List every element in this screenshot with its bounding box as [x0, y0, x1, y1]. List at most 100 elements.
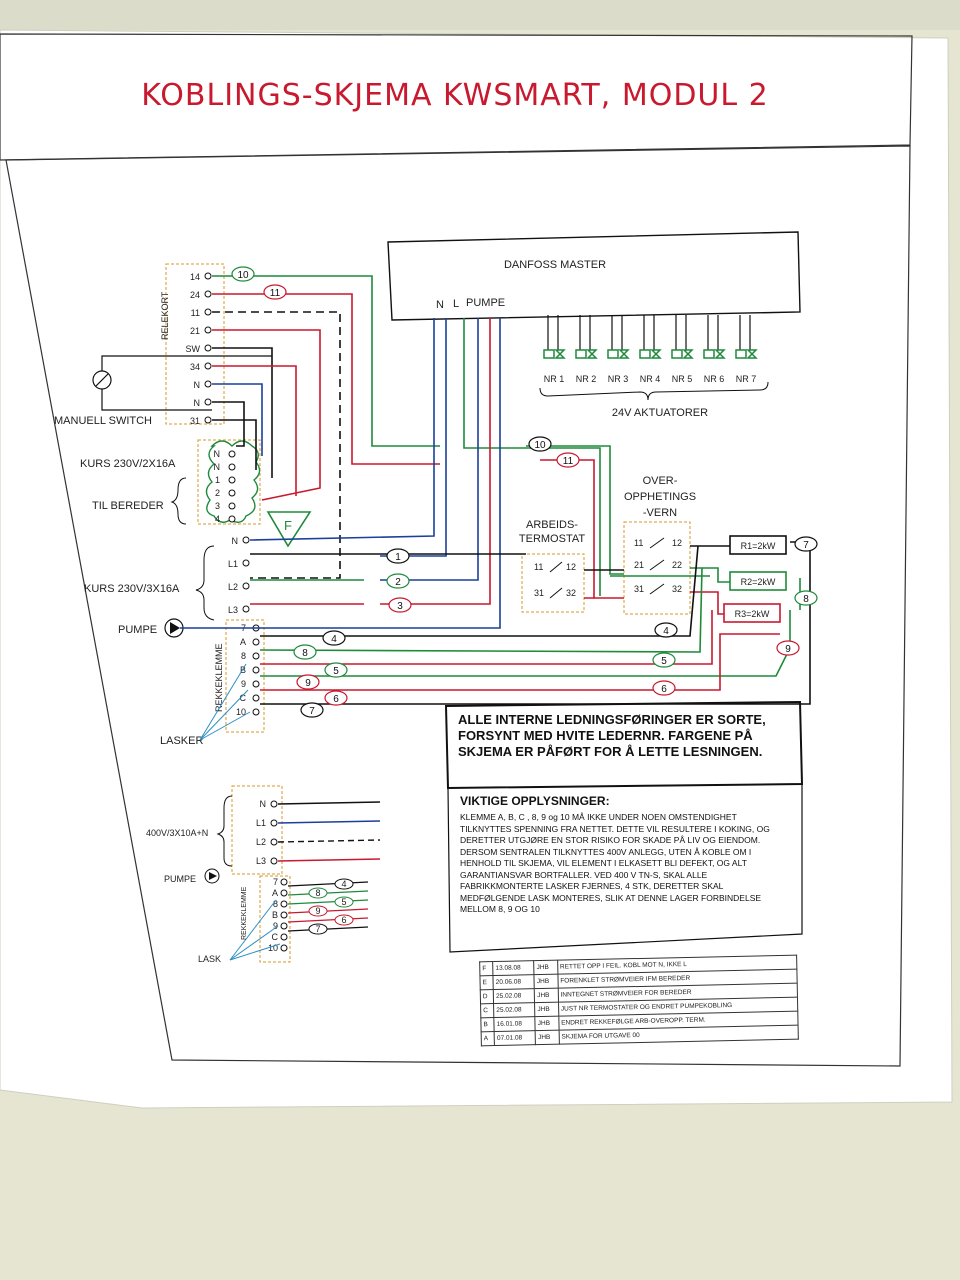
wire-label-4: 4	[654, 622, 678, 638]
bereder-terminal-2	[228, 463, 236, 471]
thermostat-contact-11: 11	[534, 562, 543, 572]
danfoss-master: DANFOSS MASTER N L PUMPE	[387, 231, 801, 321]
svg-text:ARBEIDS-: ARBEIDS-	[526, 519, 578, 531]
svg-text:11: 11	[563, 456, 574, 467]
wire-label-7: 7	[794, 536, 818, 552]
diagram-title: KOBLINGS-SKJEMA KWSMART, MODUL 2	[141, 78, 769, 113]
manual-switch: MANUELL SWITCH	[54, 355, 272, 427]
inset-wire-label-6: 6	[334, 914, 354, 926]
bereder-terminal-3	[228, 476, 236, 484]
pump-symbol: PUMPE	[118, 618, 184, 638]
relay-terminal-1	[204, 272, 212, 280]
svg-text:9: 9	[785, 644, 791, 655]
inset-terminal-label-L1: L1	[256, 818, 266, 828]
til-bereder-label: TIL BEREDER	[92, 500, 164, 512]
inset-terminal-label-N: N	[260, 799, 267, 809]
wire-label-5: 5	[652, 652, 676, 668]
revision-by: JHB	[534, 974, 558, 989]
relay-terminal-label-N: N	[194, 380, 201, 390]
actuators-label: 24V AKTUATORER	[612, 407, 708, 419]
rekke-terminal-label-9: 9	[241, 679, 246, 689]
inset-rekke-label-A: A	[272, 888, 278, 898]
inset-wire-L3	[277, 858, 381, 862]
actuator-6: NR 6	[703, 315, 726, 384]
revision-rev: A	[481, 1031, 495, 1046]
resistor-label-1: R1=2kW	[741, 541, 776, 551]
inset-rekke-terminal-C	[280, 933, 288, 941]
bereder-terminal-label-1: N	[214, 449, 221, 459]
wire	[212, 401, 245, 447]
rekke-terminal-10	[252, 708, 260, 716]
svg-text:7: 7	[803, 540, 809, 551]
resistor-label-3: R3=2kW	[735, 609, 770, 619]
actuator-7: NR 7	[735, 315, 758, 384]
inset-wire-L1	[277, 820, 381, 824]
revision-rev: D	[480, 989, 494, 1004]
color-note: ALLE INTERNE LEDNINGSFØRINGER ER SORTE, …	[458, 712, 766, 759]
relay-card-frame	[165, 263, 225, 425]
actuator-3: NR 3	[607, 315, 630, 384]
svg-text:OVER-: OVER-	[643, 475, 678, 487]
inset-terminal-L2	[270, 838, 278, 846]
main-terminal-label-L1: L1	[228, 559, 238, 569]
inset-terminal-L3	[270, 857, 278, 865]
bereder-terminal-label-4: 2	[215, 488, 220, 498]
overheat-contact-11-546: 11	[634, 538, 643, 548]
revision-rev: E	[479, 975, 494, 990]
wire	[180, 318, 501, 629]
wire	[212, 329, 321, 501]
actuator-1: NR 1	[543, 315, 566, 384]
wire-label-10: 10	[231, 266, 255, 282]
svg-text:7: 7	[315, 924, 320, 934]
inset-wire-label-8: 8	[308, 887, 328, 899]
wire	[260, 610, 713, 665]
rekke-terminal-label-10: 10	[236, 707, 246, 717]
actuator-label-1: NR 1	[544, 374, 565, 384]
wire	[380, 318, 479, 581]
revision-by: JHB	[535, 1016, 559, 1031]
inset-wire-label-7: 7	[308, 923, 328, 935]
overheat-contact-12-546: 12	[672, 538, 682, 548]
svg-text:6: 6	[333, 694, 339, 705]
thermostat-contact-31: 31	[534, 588, 544, 598]
master-terminal-n: N	[436, 299, 444, 311]
wire-label-6: 6	[652, 680, 676, 696]
revision-date: 25.02.08	[493, 988, 535, 1004]
main-terminal-L2	[242, 582, 250, 590]
wire	[260, 633, 780, 691]
svg-text:6: 6	[661, 684, 667, 695]
actuator-label-4: NR 4	[640, 374, 661, 384]
inset-rekke-terminal-8	[280, 900, 288, 908]
wire	[212, 275, 440, 447]
revision-date: 25.02.08	[493, 1002, 536, 1018]
wire	[690, 567, 730, 583]
important-text: KLEMME A, B, C , 8, 9 og 10 MÅ IKKE UNDE…	[460, 812, 770, 914]
rekke-terminal-A	[252, 638, 260, 646]
main-terminal-L1	[242, 559, 250, 567]
wire-label-3: 3	[388, 597, 412, 613]
svg-text:5: 5	[661, 656, 667, 667]
inset-rekke-label-9: 9	[273, 921, 278, 931]
svg-text:9: 9	[315, 906, 320, 916]
bereder-frame	[197, 439, 261, 525]
wire	[212, 365, 297, 496]
wire-label-9: 9	[776, 640, 800, 656]
resistor-2	[729, 571, 787, 591]
inset-wire-label-4: 4	[334, 878, 354, 890]
revision-date: 07.01.08	[494, 1030, 536, 1046]
resistor-1	[729, 535, 787, 555]
inset-wire-label-9: 9	[308, 905, 328, 917]
relay-terminal-4	[204, 326, 212, 334]
relay-terminal-8	[204, 398, 212, 406]
svg-text:8: 8	[315, 888, 320, 898]
inset-wire-5	[287, 899, 369, 905]
inset-rekke-frame	[259, 875, 291, 963]
wire	[212, 419, 257, 470]
